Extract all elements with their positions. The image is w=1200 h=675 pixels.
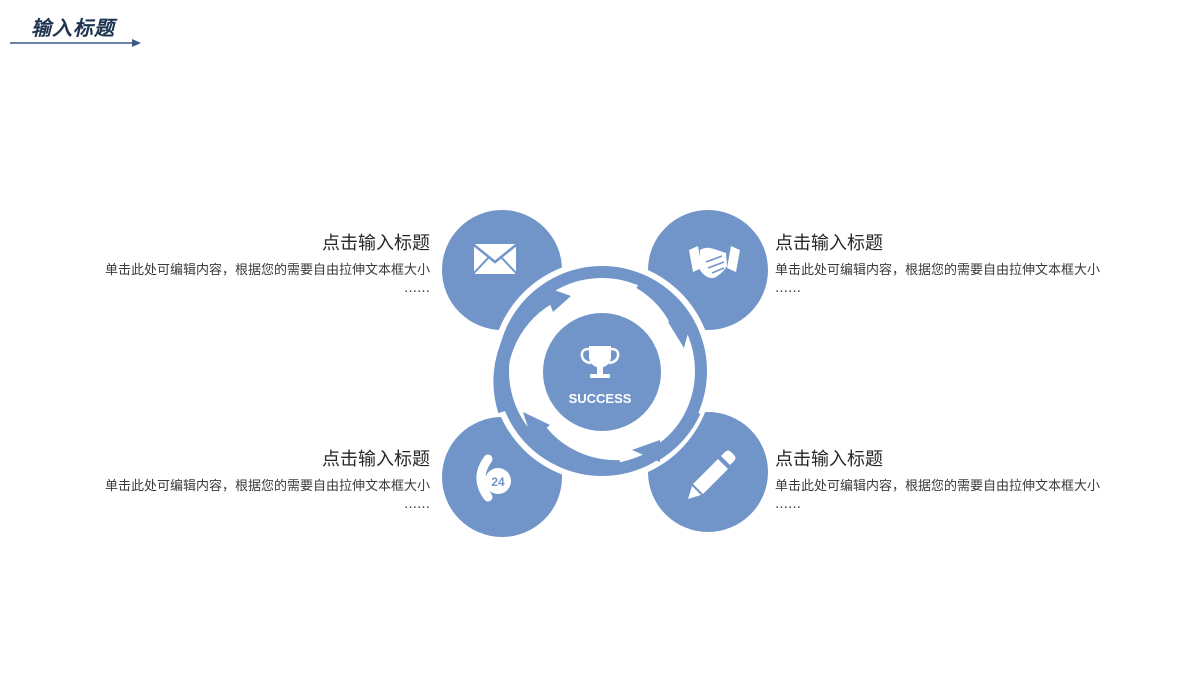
pencil-icon [688, 450, 736, 499]
trophy-icon [580, 346, 620, 378]
block-ellipsis: …… [404, 281, 430, 296]
block-body[interactable]: 单击此处可编辑内容，根据您的需要自由拉伸文本框大小 [104, 479, 430, 494]
envelope-icon [473, 244, 517, 274]
block-body[interactable]: 单击此处可编辑内容，根据您的需要自由拉伸文本框大小 [104, 263, 430, 278]
svg-text:24: 24 [491, 475, 505, 489]
arrow-heads [523, 286, 692, 462]
page-title: 输入标题 [31, 16, 115, 40]
block-ellipsis: …… [404, 497, 430, 512]
handshake-icon [689, 246, 740, 279]
block-ellipsis: …… [775, 281, 801, 296]
center-label: SUCCESS [569, 391, 632, 406]
text-block-top-right: 点击输入标题 单击此处可编辑内容，根据您的需要自由拉伸文本框大小 …… [775, 232, 1125, 297]
phone-24-icon: 24 [476, 454, 511, 502]
block-body[interactable]: 单击此处可编辑内容，根据您的需要自由拉伸文本框大小 [775, 263, 1101, 278]
text-block-top-left: 点击输入标题 单击此处可编辑内容，根据您的需要自由拉伸文本框大小 …… [80, 232, 430, 297]
block-heading[interactable]: 点击输入标题 [322, 449, 430, 470]
text-block-bottom-right: 点击输入标题 单击此处可编辑内容，根据您的需要自由拉伸文本框大小 …… [775, 448, 1125, 513]
block-heading[interactable]: 点击输入标题 [775, 449, 883, 470]
block-heading[interactable]: 点击输入标题 [775, 233, 883, 254]
block-ellipsis: …… [775, 497, 801, 512]
block-body[interactable]: 单击此处可编辑内容，根据您的需要自由拉伸文本框大小 [775, 479, 1101, 494]
title-underline-arrow [10, 39, 141, 47]
block-heading[interactable]: 点击输入标题 [322, 233, 430, 254]
text-block-bottom-left: 点击输入标题 单击此处可编辑内容，根据您的需要自由拉伸文本框大小 …… [80, 448, 430, 513]
